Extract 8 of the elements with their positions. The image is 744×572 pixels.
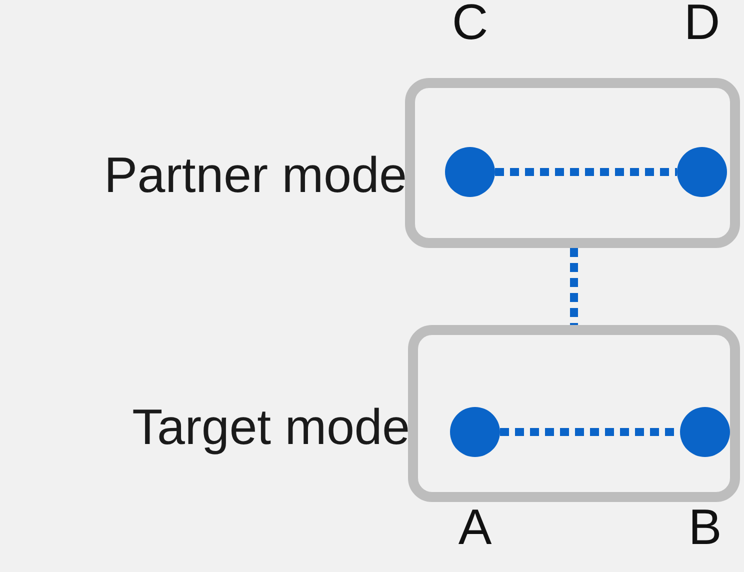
dotted-connector (495, 168, 677, 176)
point-label: D (684, 0, 720, 47)
point-label: A (458, 502, 492, 552)
mode-label: Partner mode (104, 150, 407, 200)
point-label: C (452, 0, 488, 47)
mode-label: Target mode (132, 402, 410, 452)
dotted-connector (570, 248, 578, 325)
point-label: B (688, 502, 722, 552)
